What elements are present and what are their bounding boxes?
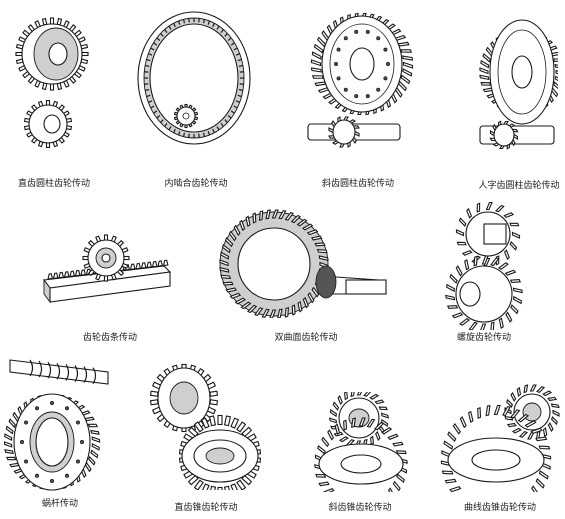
rack-pinion-icon <box>42 234 172 304</box>
spiral-bevel-gear-icon <box>440 384 560 492</box>
caption-hypoid: 双曲面齿轮传动 <box>274 333 338 343</box>
caption-spur: 直齿圆柱齿轮传动 <box>17 179 91 189</box>
caption-crossed: 螺旋齿轮传动 <box>456 333 512 343</box>
caption-helicalbevel: 斜齿锥齿轮传动 <box>328 503 392 513</box>
straight-bevel-gear-icon <box>150 363 262 490</box>
caption-helical: 斜齿圆柱齿轮传动 <box>321 179 395 189</box>
worm-gear-icon <box>4 359 109 491</box>
helical-bevel-gear-icon <box>314 392 408 492</box>
helical-gear-icon <box>307 12 414 148</box>
herringbone-gear-icon <box>479 19 558 150</box>
caption-spiralbevel: 曲线齿锥齿轮传动 <box>463 503 537 513</box>
caption-rack: 齿轮齿条传动 <box>82 333 138 343</box>
crossed-helical-gear-icon <box>445 201 523 330</box>
caption-straightbevel: 直齿锥齿轮传动 <box>174 503 238 513</box>
caption-internal: 内啮合齿轮传动 <box>164 179 228 189</box>
caption-worm: 蜗杆传动 <box>41 499 79 509</box>
caption-herringbone: 人字齿圆柱齿轮传动 <box>478 181 560 191</box>
hypoid-gear-icon <box>219 209 387 318</box>
spur-gear-pair-icon <box>15 17 89 149</box>
internal-gear-icon <box>137 11 251 145</box>
